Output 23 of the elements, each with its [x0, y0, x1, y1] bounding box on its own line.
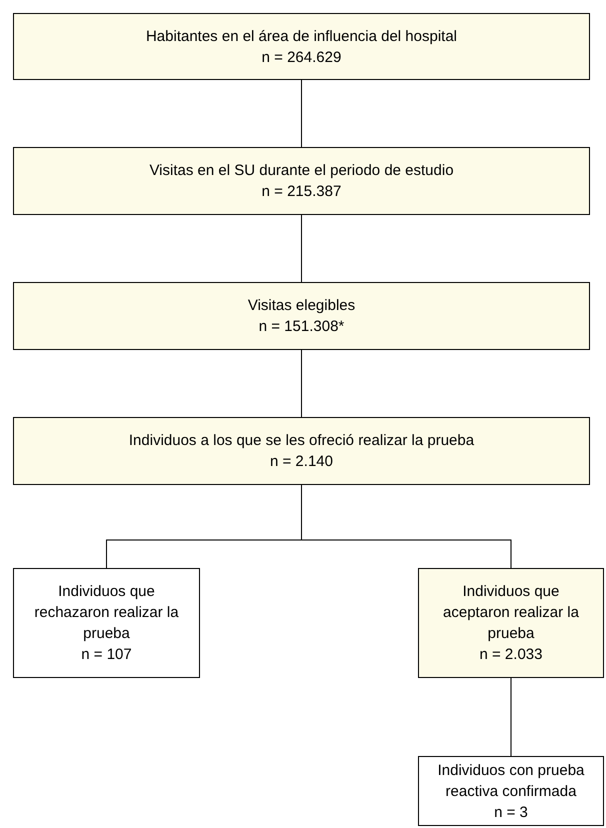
process-box — [13, 417, 590, 485]
box-text: Individuos a los que se les ofreció realizar la prueba — [128, 431, 474, 451]
process-box — [13, 282, 590, 350]
box-text: n = 3 — [494, 802, 528, 822]
process-box — [418, 568, 604, 678]
box-text: n = 215.387 — [262, 182, 342, 202]
connector-line — [301, 80, 302, 148]
process-box — [13, 13, 590, 80]
connector-line — [301, 484, 512, 568]
box-text: n = 264.629 — [262, 48, 342, 68]
process-box — [13, 568, 200, 678]
connector-line — [510, 678, 512, 756]
connector-line — [301, 214, 302, 282]
box-text: Visitas en el SU durante el periodo de estudio — [149, 161, 454, 181]
box-text: Habitantes en el área de influencia del hospital — [146, 26, 458, 46]
connector-line — [301, 350, 302, 418]
box-text: n = 151.308* — [258, 317, 344, 337]
process-box — [13, 147, 590, 215]
box-text: Visitas elegibles — [248, 296, 356, 316]
box-text: n = 107 — [81, 645, 132, 665]
process-box — [418, 756, 604, 826]
box-text: n = 2.140 — [270, 452, 333, 472]
box-text: n = 2.033 — [480, 645, 542, 665]
